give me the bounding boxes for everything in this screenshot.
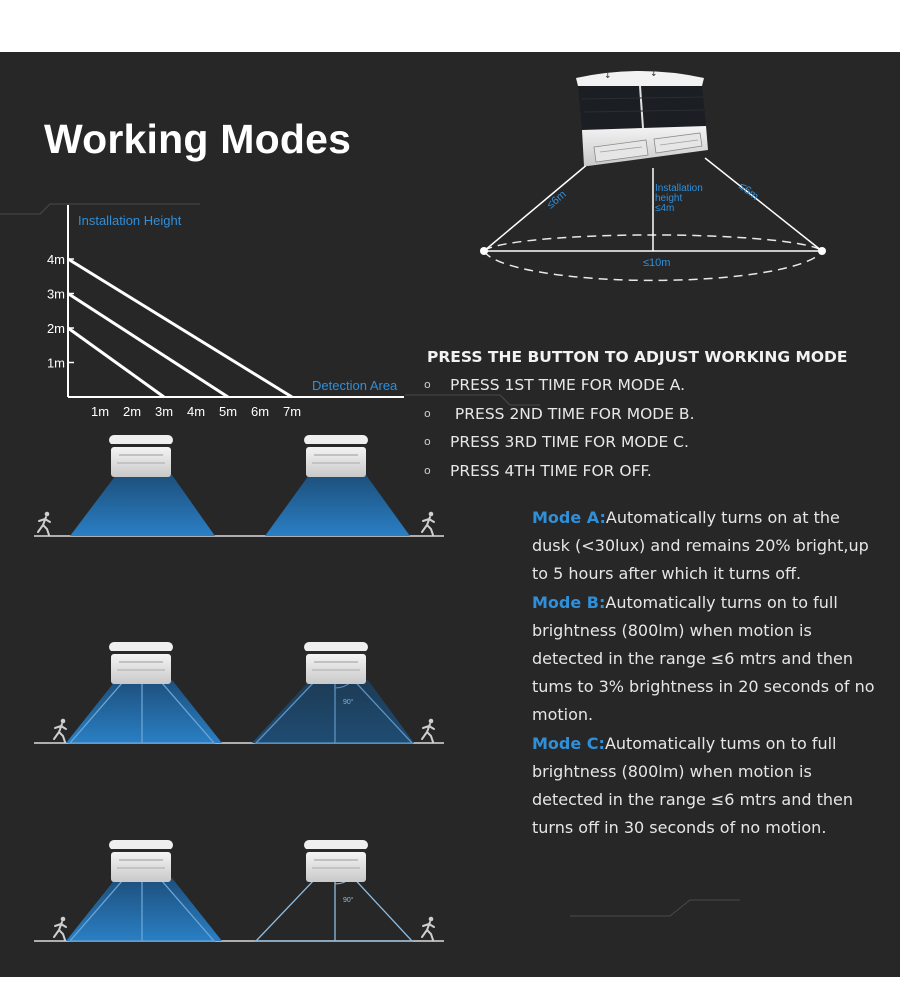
runner-icon	[421, 915, 435, 941]
mode-b-lamp-right	[303, 641, 369, 685]
svg-text:↓: ↓	[650, 69, 658, 79]
frame-line-bottom	[570, 899, 740, 917]
x-tick-label: 4m	[187, 404, 205, 419]
mode-a-lamp-right	[303, 434, 369, 478]
x-tick-label: 2m	[123, 404, 141, 419]
runner-icon	[421, 717, 435, 743]
mode-c-illustration: 90°	[34, 839, 444, 942]
height-line-3	[67, 326, 165, 399]
detection-ellipse-front	[483, 250, 823, 282]
svg-text:↓: ↓	[604, 71, 612, 81]
bullet-icon: o	[424, 463, 431, 477]
list-item: o PRESS 2ND TIME FOR MODE B.	[424, 404, 695, 423]
width-label: ≤10m	[643, 257, 670, 269]
height-line-1	[67, 257, 293, 399]
mode-a-beam-left	[70, 475, 215, 536]
installation-height-chart: Installation Height Detection Area 1m 2m 3…	[47, 205, 404, 419]
mode-c-beam-left	[66, 878, 222, 941]
runner-icon	[37, 510, 51, 536]
x-tick-label: 3m	[155, 404, 173, 419]
page-title: Working Modes	[44, 116, 352, 162]
svg-text:90°: 90°	[343, 698, 354, 706]
svg-text:90°: 90°	[343, 896, 354, 904]
bullet-icon: o	[424, 435, 431, 448]
height-line-2	[67, 292, 229, 399]
mode-a-illustration	[34, 434, 444, 537]
mode-b-beam-left	[66, 680, 222, 743]
mode-a-lamp-left	[108, 434, 174, 478]
y-axis-label: Installation Height	[78, 213, 182, 228]
mode-c-description: Mode C:Automatically tums on to full bri…	[532, 730, 882, 843]
mode-b-illustration: 90°	[34, 641, 444, 744]
y-tick-label: 1m	[47, 356, 65, 371]
mode-b-text: Automatically turns on to full brightnes…	[532, 592, 875, 725]
y-tick-label: 4m	[47, 252, 65, 267]
y-tick-label: 2m	[47, 321, 65, 336]
mode-b-name: Mode B:	[532, 592, 606, 612]
x-tick-label: 6m	[251, 404, 269, 419]
mode-c-text: Automatically tums on to full brightness…	[532, 733, 854, 838]
bullet-icon: o	[424, 378, 431, 391]
runner-icon	[53, 717, 67, 743]
x-tick-label: 5m	[219, 404, 237, 419]
slant-left-label: ≤6m	[545, 188, 569, 211]
mode-c-lamp-left	[108, 839, 174, 883]
mode-a-beam-right	[265, 475, 410, 536]
mode-a-name: Mode A:	[532, 508, 606, 527]
lamp-coverage-diagram: ≤6m ≤6m Installation height ≤4m ≤10m ↓ ↓	[480, 69, 826, 282]
mode-c-beam-right	[254, 857, 414, 942]
mode-c-lamp-right	[303, 839, 369, 883]
x-tick-label: 1m	[91, 404, 109, 419]
instructions-heading: PRESS THE BUTTON TO ADJUST WORKING MODE	[427, 348, 848, 366]
mode-b-description: Mode B:Automatically turns on to full br…	[532, 589, 882, 730]
y-tick-label: 3m	[47, 287, 65, 302]
mode-b-lamp-left	[108, 641, 174, 685]
runner-icon	[421, 510, 435, 536]
runner-icon	[53, 915, 67, 941]
x-tick-label: 7m	[283, 404, 301, 419]
mode-a-description: Mode A:Automatically turns on at the dus…	[532, 504, 882, 589]
coverage-edge-left	[483, 157, 596, 252]
bullet-icon: o	[424, 406, 431, 420]
coverage-edge-right	[704, 157, 823, 252]
mode-c-name: Mode C:	[532, 733, 605, 753]
mode-a-text: Automatically turns on at the dusk (<30l…	[532, 508, 869, 584]
frame-line-mid	[405, 394, 540, 406]
solar-lamp: ↓ ↓	[576, 69, 708, 166]
frame-line-left	[0, 203, 200, 215]
mode-descriptions: Mode A:Automatically turns on at the dus…	[532, 504, 882, 842]
x-axis-label: Detection Area	[312, 378, 398, 393]
mode-b-beam-right	[252, 680, 414, 743]
height-label: Installation height ≤4m	[655, 183, 706, 214]
